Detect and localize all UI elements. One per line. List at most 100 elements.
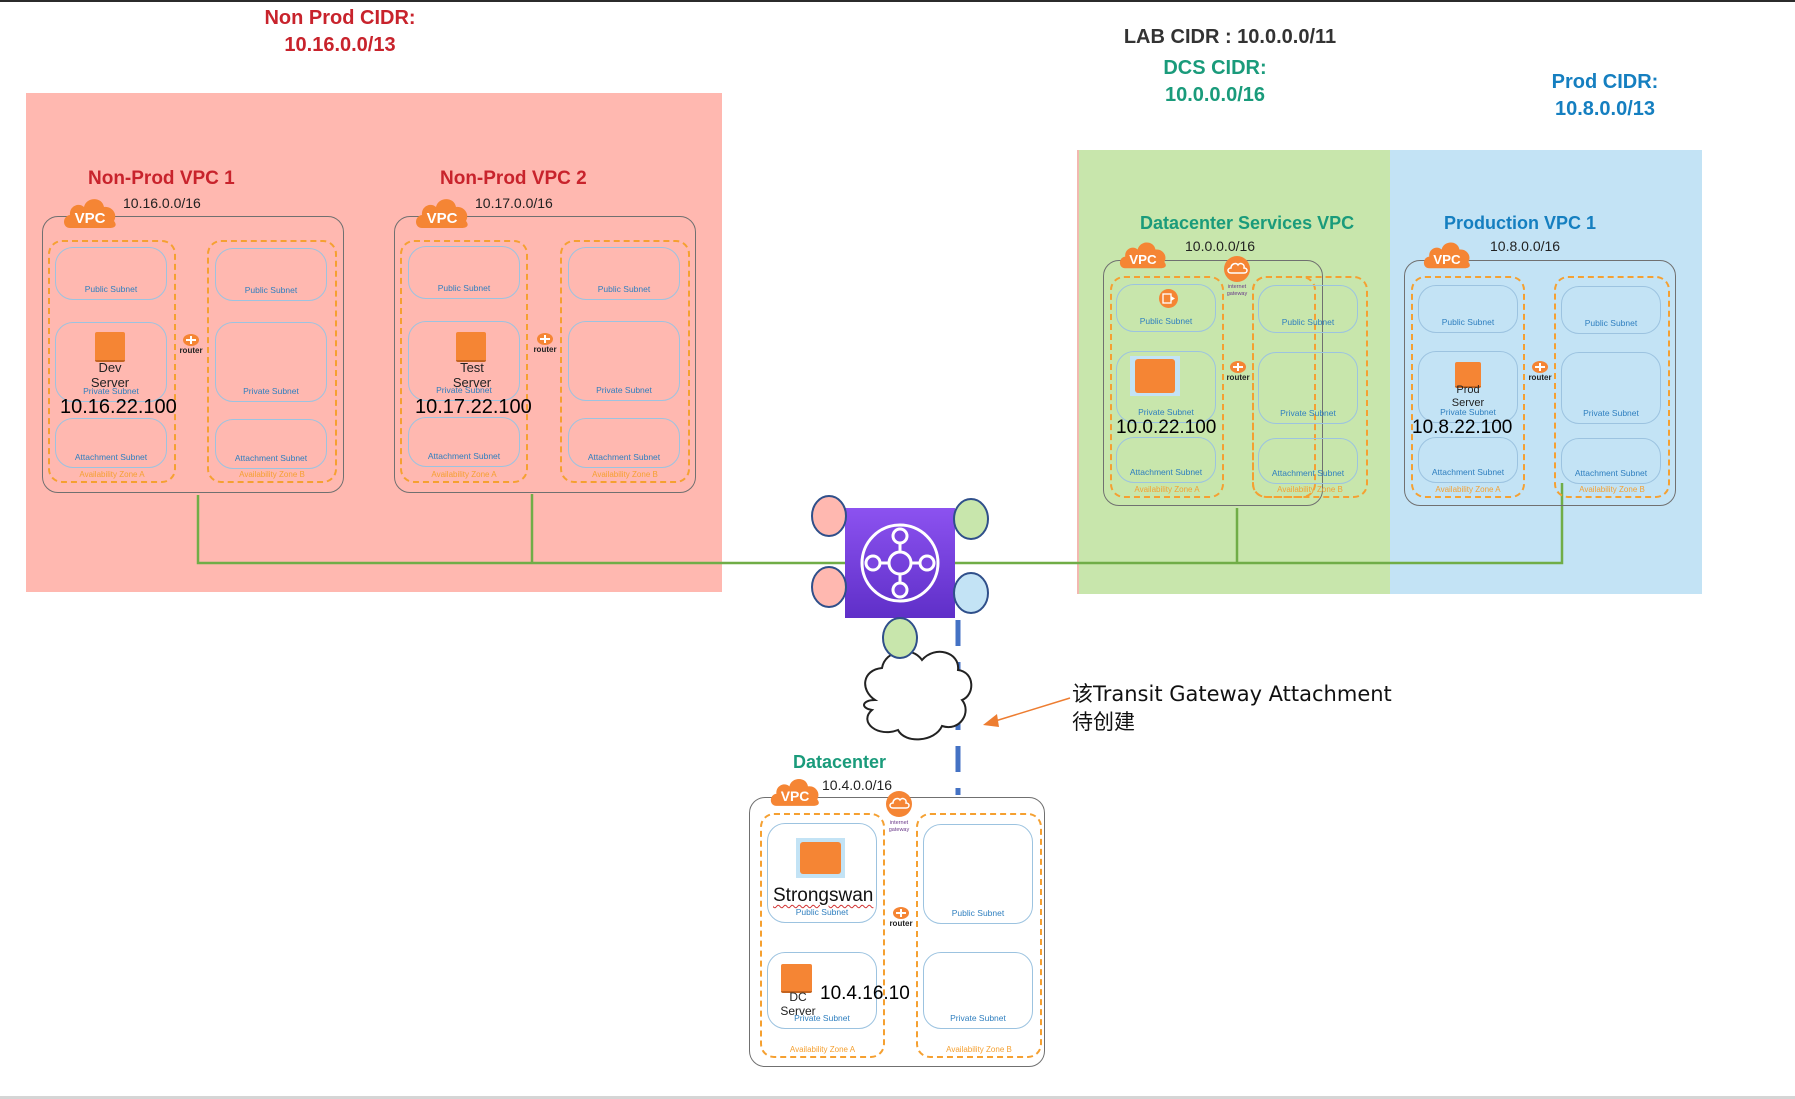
az-b-label: Availability Zone B xyxy=(1579,485,1645,494)
subnet-label: Public Subnet xyxy=(1441,317,1495,327)
non-prod-cidr-value: 10.16.0.0/13 xyxy=(284,34,396,56)
subnet-label: Private Subnet xyxy=(1440,407,1496,417)
prod-server-icon[interactable] xyxy=(1455,362,1481,388)
dc-server-label: DC Server xyxy=(778,990,818,1018)
attachment-subnet-a[interactable]: Attachment Subnet xyxy=(1116,437,1216,483)
dev-server-ip: 10.16.22.100 xyxy=(60,396,177,418)
subnet-label: Attachment Subnet xyxy=(74,452,148,462)
attach-line-nonprod1 xyxy=(196,495,845,565)
subnet-label: Private Subnet xyxy=(1280,408,1336,418)
router-icon: router xyxy=(1525,361,1555,382)
public-subnet-b[interactable]: Public Subnet xyxy=(215,248,327,301)
az-b-label: Availability Zone B xyxy=(1277,485,1343,494)
subnet-label: Attachment Subnet xyxy=(234,453,308,463)
az-a: Availability Zone A xyxy=(48,240,176,483)
public-subnet-b[interactable]: Public Subnet xyxy=(1258,285,1358,333)
dcs-server-ip: 10.0.22.100 xyxy=(1116,417,1217,438)
subnet-label: Private Subnet xyxy=(243,386,299,396)
az-a-label: Availability Zone A xyxy=(1134,485,1200,494)
az-a-label: Availability Zone A xyxy=(431,470,497,479)
attachment-nonprod1-icon xyxy=(811,495,847,537)
private-subnet-a[interactable]: Private Subnet xyxy=(1116,351,1216,423)
private-subnet-b[interactable]: Private Subnet xyxy=(568,321,680,401)
top-border xyxy=(0,0,1795,2)
public-subnet-a[interactable]: Public Subnet xyxy=(55,247,167,300)
router-icon: router xyxy=(176,334,206,355)
internet-gateway-icon[interactable] xyxy=(886,791,912,817)
public-subnet-b[interactable]: Public Subnet xyxy=(923,824,1033,924)
annotation-line-1: 该Transit Gateway Attachment xyxy=(1072,682,1392,706)
public-subnet-a[interactable]: Public Subnet xyxy=(767,823,877,923)
attachment-dcs-icon xyxy=(953,498,989,540)
attachment-subnet-a[interactable]: Attachment Subnet xyxy=(1418,437,1518,483)
subnet-label: Public Subnet xyxy=(597,284,651,294)
annotation-arrow-line xyxy=(991,697,1071,723)
internet-gateway-icon[interactable] xyxy=(1224,256,1250,282)
dcs-server-icon[interactable] xyxy=(1130,356,1180,396)
attachment-subnet-b[interactable]: Attachment Subnet xyxy=(568,418,680,468)
public-subnet-a[interactable]: Public Subnet xyxy=(1116,284,1216,332)
subnet-label: Public Subnet xyxy=(244,285,298,295)
prod-server-ip: 10.8.22.100 xyxy=(1412,417,1513,438)
subnet-label: Public Subnet xyxy=(951,908,1005,918)
public-subnet-a[interactable]: Public Subnet xyxy=(1418,285,1518,333)
lab-cidr-label: LAB CIDR : 10.0.0.0/11 xyxy=(1123,26,1337,48)
attachment-prod-icon xyxy=(953,572,989,614)
vpc-cidr: 10.16.0.0/16 xyxy=(123,195,201,211)
vpc-title: Datacenter xyxy=(793,752,887,772)
vpc-boundary xyxy=(1404,260,1676,506)
nat-gateway-icon[interactable] xyxy=(1159,289,1178,308)
svg-text:VPC: VPC xyxy=(1433,252,1461,267)
vpc-cloud-icon: VPC xyxy=(1423,242,1470,269)
subnet-label: Private Subnet xyxy=(1583,408,1639,418)
private-subnet-a[interactable]: Private Subnet xyxy=(767,952,877,1029)
az-a-label: Availability Zone A xyxy=(1435,485,1501,494)
attachment-subnet-b[interactable]: Attachment Subnet xyxy=(1258,438,1358,484)
public-subnet-a[interactable]: Public Subnet xyxy=(408,246,520,299)
private-subnet-a[interactable]: Private Subnet xyxy=(55,322,167,402)
attachment-subnet-a[interactable]: Attachment Subnet xyxy=(408,417,520,467)
transit-gateway-icon[interactable] xyxy=(845,508,955,618)
vpc-boundary xyxy=(1103,260,1323,506)
subnet-label: Private Subnet xyxy=(596,385,652,395)
public-subnet-b[interactable]: Public Subnet xyxy=(568,247,680,300)
attachment-subnet-b[interactable]: Attachment Subnet xyxy=(1561,438,1661,484)
bottom-border xyxy=(0,1096,1795,1099)
dc-server-icon[interactable] xyxy=(781,964,812,993)
public-subnet-b[interactable]: Public Subnet xyxy=(1561,286,1661,334)
subnet-label: Attachment Subnet xyxy=(1574,468,1648,478)
dev-server-icon[interactable] xyxy=(95,332,125,362)
attachment-subnet-b[interactable]: Attachment Subnet xyxy=(215,419,327,469)
private-subnet-b[interactable]: Private Subnet xyxy=(1258,352,1358,424)
subnet-label: Public Subnet xyxy=(1584,318,1638,328)
private-subnet-a[interactable]: Private Subnet xyxy=(408,321,520,401)
strongswan-server-icon[interactable] xyxy=(796,838,845,878)
strongswan-label: Strongswan xyxy=(773,885,874,906)
non-prod-cidr-title: Non Prod CIDR: xyxy=(264,7,416,29)
private-subnet-a[interactable]: Private Subnet xyxy=(1418,351,1518,423)
private-subnet-b[interactable]: Private Subnet xyxy=(215,322,327,402)
subnet-label: Public Subnet xyxy=(1139,316,1193,326)
dcs-cidr-label: DCS CIDR: 10.0.0.0/16 xyxy=(1120,55,1310,109)
private-subnet-b[interactable]: Private Subnet xyxy=(1561,352,1661,424)
subnet-label: Public Subnet xyxy=(437,283,491,293)
transit-gateway-glyph xyxy=(860,523,940,603)
prod-server-label: Prod Server xyxy=(1438,384,1498,410)
internet-gateway-label: internet gateway xyxy=(1226,284,1248,297)
vpc-cidr: 10.8.0.0/16 xyxy=(1490,238,1561,254)
server-label-line2: Server xyxy=(1451,397,1485,409)
svg-text:VPC: VPC xyxy=(75,210,106,227)
non-prod-cidr-label: Non Prod CIDR: 10.16.0.0/13 xyxy=(220,5,460,59)
attachment-subnet-a[interactable]: Attachment Subnet xyxy=(55,418,167,468)
az-b: Availability Zone B xyxy=(916,813,1042,1058)
test-server-ip: 10.17.22.100 xyxy=(415,396,532,418)
test-server-icon[interactable] xyxy=(456,332,486,362)
private-subnet-b[interactable]: Private Subnet xyxy=(923,952,1033,1029)
az-a-label: Availability Zone A xyxy=(789,1045,856,1054)
dev-server-label: Dev Server xyxy=(80,360,140,390)
az-b-label: Availability Zone B xyxy=(946,1045,1012,1054)
server-label-line1: Prod xyxy=(1456,384,1480,396)
vpc-cidr: 10.0.0.0/16 xyxy=(1185,238,1256,254)
tgw-attachment-annotation: 该Transit Gateway Attachment 待创建 xyxy=(1072,680,1392,736)
